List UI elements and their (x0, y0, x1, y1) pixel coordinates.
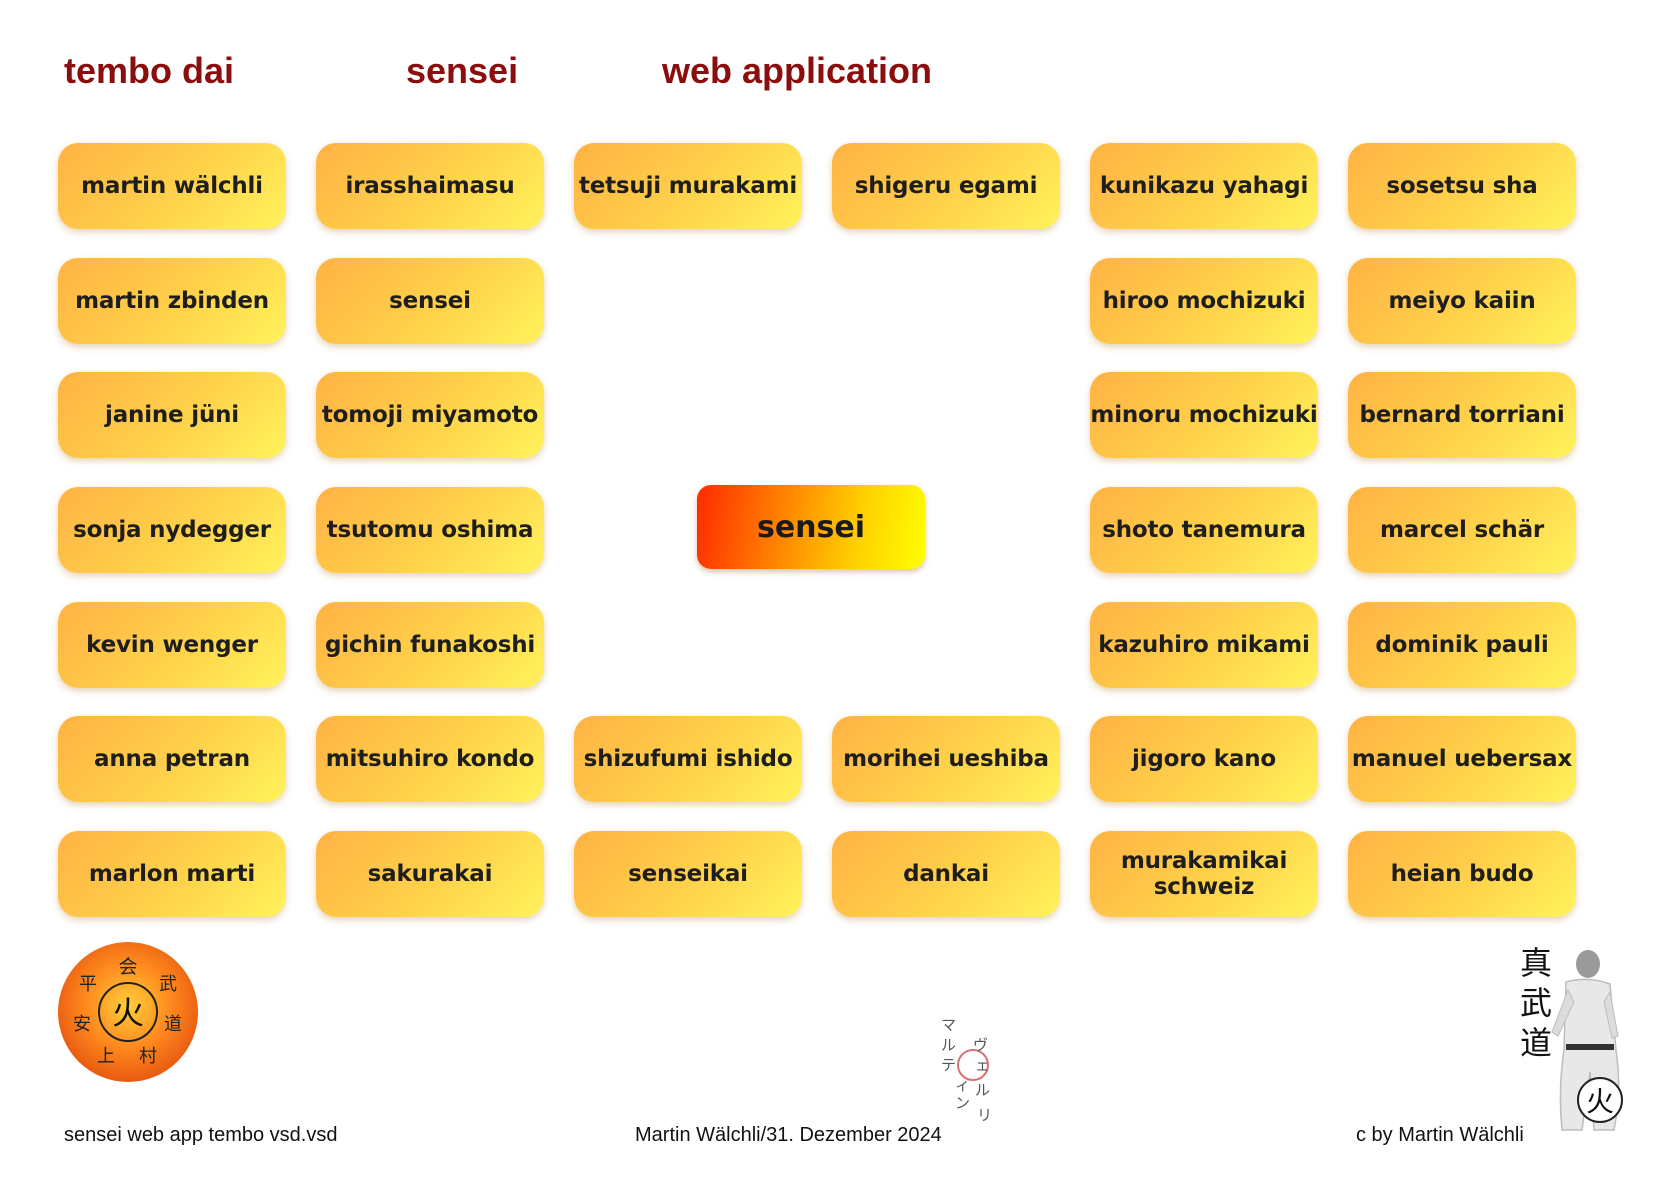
svg-text:道: 道 (1520, 1024, 1552, 1062)
button-sosetsu-sha[interactable]: sosetsu sha (1348, 143, 1576, 229)
button-bernard-torriani[interactable]: bernard torriani (1348, 372, 1576, 458)
button-marcel-schaer[interactable]: marcel schär (1348, 487, 1576, 573)
button-marlon-marti[interactable]: marlon marti (58, 831, 286, 917)
footer-copyright: c by Martin Wälchli (1356, 1124, 1524, 1146)
button-mitsuhiro-kondo[interactable]: mitsuhiro kondo (316, 716, 544, 802)
button-tetsuji-murakami[interactable]: tetsuji murakami (574, 143, 802, 229)
svg-text:武: 武 (1520, 984, 1552, 1022)
button-manuel-uebersax[interactable]: manuel uebersax (1348, 716, 1576, 802)
button-dankai[interactable]: dankai (832, 831, 1060, 917)
button-tomoji-miyamoto[interactable]: tomoji miyamoto (316, 372, 544, 458)
svg-text:平: 平 (79, 974, 97, 995)
button-kevin-wenger[interactable]: kevin wenger (58, 602, 286, 688)
svg-text:火: 火 (1586, 1085, 1614, 1118)
button-murakamikai-schweiz[interactable]: murakamikai schweiz (1090, 831, 1318, 917)
center-sensei-button[interactable]: sensei (697, 485, 925, 569)
button-kazuhiro-mikami[interactable]: kazuhiro mikami (1090, 602, 1318, 688)
svg-text:マ ル テ ィ ン: マ ル テ ィ ン ヴ ェ ル リ (941, 1016, 995, 1124)
button-senseikai[interactable]: senseikai (574, 831, 802, 917)
svg-text:村: 村 (139, 1046, 157, 1067)
svg-text:上: 上 (97, 1046, 115, 1067)
svg-text:真: 真 (1520, 944, 1552, 982)
button-morihei-ueshiba[interactable]: morihei ueshiba (832, 716, 1060, 802)
header-title-tembo-dai: tembo dai (64, 50, 235, 91)
footer-filename: sensei web app tembo vsd.vsd (64, 1124, 338, 1146)
katakana-signature-logo: マ ル テ ィ ン ヴ ェ ル リ (941, 1016, 995, 1124)
button-hiroo-mochizuki[interactable]: hiroo mochizuki (1090, 258, 1318, 344)
button-sensei[interactable]: sensei (316, 258, 544, 344)
button-dominik-pauli[interactable]: dominik pauli (1348, 602, 1576, 688)
svg-text:安: 安 (73, 1014, 91, 1035)
button-martin-waelchli[interactable]: martin wälchli (58, 143, 286, 229)
svg-text:会: 会 (118, 956, 137, 978)
button-irasshaimasu[interactable]: irasshaimasu (316, 143, 544, 229)
button-sakurakai[interactable]: sakurakai (316, 831, 544, 917)
karate-figure-logo: 真 武 道 火 (1520, 944, 1623, 1131)
button-meiyo-kaiin[interactable]: meiyo kaiin (1348, 258, 1576, 344)
dojo-seal-logo: 会 武 道 村 上 安 平 火 (58, 942, 198, 1082)
button-shoto-tanemura[interactable]: shoto tanemura (1090, 487, 1318, 573)
button-minoru-mochizuki[interactable]: minoru mochizuki (1090, 372, 1318, 458)
button-shigeru-egami[interactable]: shigeru egami (832, 143, 1060, 229)
button-shizufumi-ishido[interactable]: shizufumi ishido (574, 716, 802, 802)
button-anna-petran[interactable]: anna petran (58, 716, 286, 802)
button-jigoro-kano[interactable]: jigoro kano (1090, 716, 1318, 802)
svg-text:武: 武 (159, 974, 177, 995)
header-title-web-application: web application (662, 50, 933, 91)
footer-author-date: Martin Wälchli/31. Dezember 2024 (635, 1124, 942, 1146)
button-gichin-funakoshi[interactable]: gichin funakoshi (316, 602, 544, 688)
button-kunikazu-yahagi[interactable]: kunikazu yahagi (1090, 143, 1318, 229)
button-tsutomu-oshima[interactable]: tsutomu oshima (316, 487, 544, 573)
button-heian-budo[interactable]: heian budo (1348, 831, 1576, 917)
button-janine-jueni[interactable]: janine jüni (58, 372, 286, 458)
button-martin-zbinden[interactable]: martin zbinden (58, 258, 286, 344)
svg-text:火: 火 (112, 994, 144, 1032)
button-sonja-nydegger[interactable]: sonja nydegger (58, 487, 286, 573)
svg-text:道: 道 (164, 1014, 182, 1035)
header-title-sensei: sensei (406, 50, 519, 91)
